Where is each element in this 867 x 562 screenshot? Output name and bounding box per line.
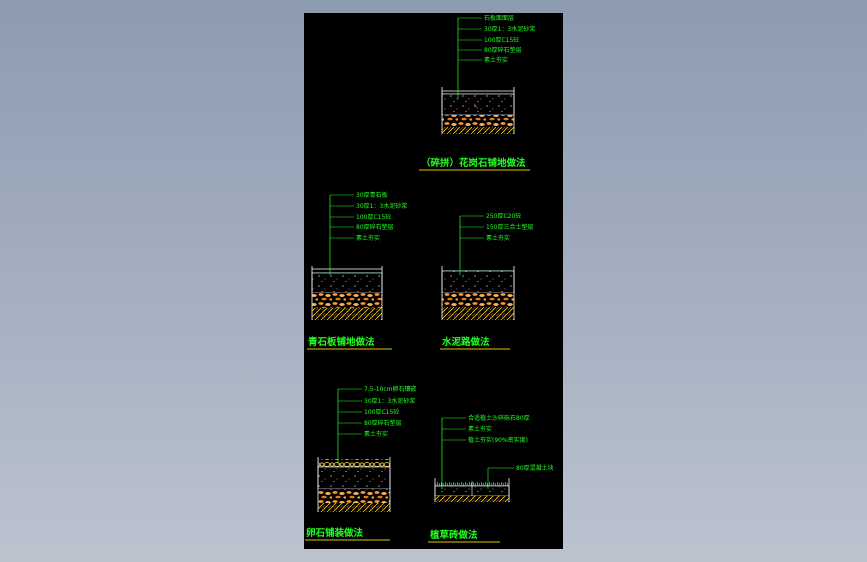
cement-layer-label-2: 150厚三合土垫层: [486, 223, 533, 231]
cad-drawing: 石板面面层 30厚1：3水泥砂浆 100厚C15砼 80厚碎石垫层 素土夯实 （…: [305, 14, 554, 543]
grass-layer-label-1: 合适植土沙碎砾石80厚: [468, 414, 530, 422]
grass-section-drawing: [434, 478, 510, 502]
bluestone-section-drawing: [311, 266, 383, 320]
pebble-leader: [337, 388, 362, 465]
pebble-layer-label-3: 100厚C15砼: [364, 408, 399, 416]
grass-side-label: 80厚混凝土块: [516, 464, 554, 472]
grass-leader: [441, 417, 514, 489]
granite-layer-label-3: 100厚C15砼: [484, 36, 519, 44]
pebble-layer-label-2: 30厚1：3水泥砂浆: [364, 397, 415, 405]
bluestone-layer-label-3: 100厚C15砼: [356, 213, 391, 221]
bluestone-layer-label-2: 30厚1：3水泥砂浆: [356, 202, 407, 210]
granite-title: （碎拼）花岗石铺地做法: [421, 157, 526, 169]
detail-cement[interactable]: 250厚C20砼 150厚三合土垫层 素土夯实 水泥路做法: [440, 212, 533, 350]
granite-layer-label-5: 素土夯实: [484, 56, 508, 64]
pebble-section-drawing: [317, 457, 391, 512]
cement-layer-label-1: 250厚C20砼: [486, 212, 521, 220]
bluestone-layer-label-4: 80厚碎石垫层: [356, 223, 394, 231]
detail-grass-paver[interactable]: 合适植土沙碎砾石80厚 素土夯实 植土夯实(90%密实度) 80厚混凝土块 植草…: [428, 414, 554, 543]
cement-leader: [459, 215, 484, 275]
granite-section-drawing: [441, 87, 515, 134]
cement-section-drawing: [441, 266, 515, 320]
granite-layer-label-1: 石板面面层: [484, 14, 514, 22]
detail-bluestone[interactable]: 30厚青石板 30厚1：3水泥砂浆 100厚C15砼 80厚碎石垫层 素土夯实 …: [307, 191, 407, 350]
granite-layer-label-4: 80厚碎石垫层: [484, 46, 522, 54]
bluestone-title: 青石板铺地做法: [308, 336, 375, 348]
detail-pebble[interactable]: 7.5-10cm卵石镶嵌 30厚1：3水泥砂浆 100厚C15砼 80厚碎石垫层…: [305, 385, 417, 541]
grass-title: 植草砖做法: [429, 529, 478, 541]
bluestone-layer-label-1: 30厚青石板: [356, 191, 388, 199]
cement-layer-label-3: 素土夯实: [486, 234, 510, 242]
pebble-layer-label-1: 7.5-10cm卵石镶嵌: [364, 385, 417, 393]
grass-layer-label-3: 植土夯实(90%密实度): [468, 436, 528, 444]
cad-drawing-canvas[interactable]: 石板面面层 30厚1：3水泥砂浆 100厚C15砼 80厚碎石垫层 素土夯实 （…: [304, 13, 563, 549]
pebble-layer-label-5: 素土夯实: [364, 430, 388, 438]
bluestone-leader: [329, 194, 354, 275]
granite-leader: [457, 17, 482, 99]
grass-layer-label-2: 素土夯实: [468, 425, 492, 433]
granite-layer-label-2: 30厚1：3水泥砂浆: [484, 25, 535, 33]
pebble-title: 卵石铺装做法: [306, 527, 364, 539]
detail-granite[interactable]: 石板面面层 30厚1：3水泥砂浆 100厚C15砼 80厚碎石垫层 素土夯实 （…: [419, 14, 535, 171]
pebble-layer-label-4: 80厚碎石垫层: [364, 419, 402, 427]
cement-title: 水泥路做法: [442, 336, 490, 348]
bluestone-layer-label-5: 素土夯实: [356, 234, 380, 242]
